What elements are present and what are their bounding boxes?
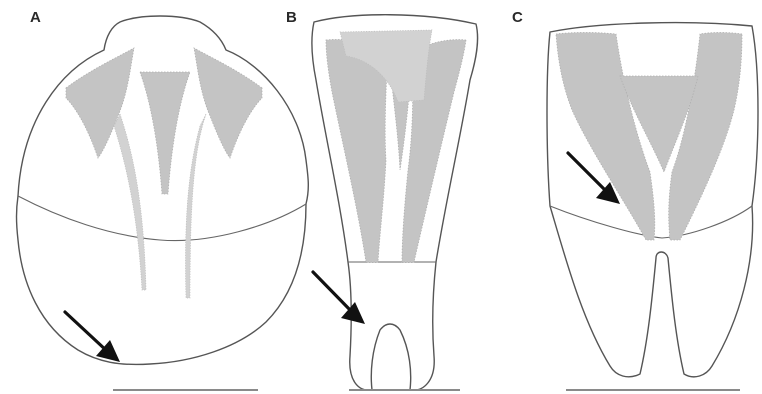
- panel-a-right-streak: [186, 114, 206, 298]
- panel-c: C: [512, 9, 758, 390]
- panel-b-arrow: [313, 272, 365, 324]
- panel-a-seam: [18, 196, 306, 241]
- panel-a-central-triangle: [140, 72, 190, 194]
- panel-label-a: A: [30, 9, 41, 26]
- panel-label-c: C: [512, 9, 523, 26]
- panel-c-left-marking: [556, 33, 655, 241]
- panel-b: B: [286, 9, 478, 390]
- panel-label-b: B: [286, 9, 297, 26]
- panel-c-right-marking: [669, 33, 742, 241]
- panel-a-arrow: [65, 312, 120, 362]
- panel-b-left-marking: [326, 39, 388, 262]
- panel-a: A: [17, 9, 309, 390]
- panel-a-left-streak: [114, 114, 146, 290]
